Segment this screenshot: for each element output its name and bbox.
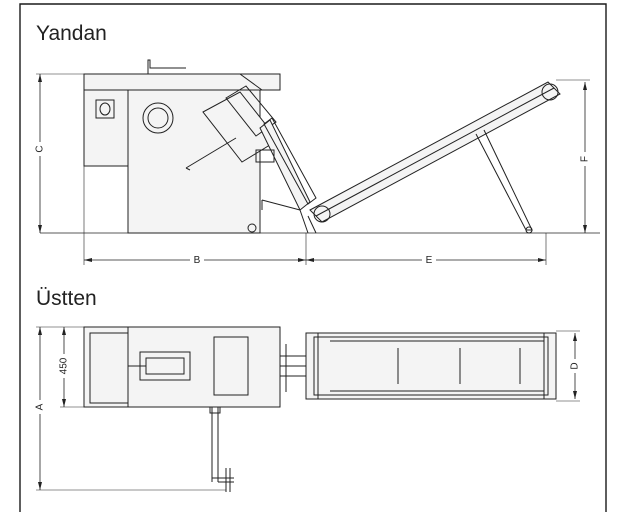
machine-top-body	[83, 326, 281, 408]
motor-top	[89, 332, 129, 404]
dim-label-450: 450	[59, 357, 70, 374]
dim-label-f: F	[580, 156, 591, 162]
side-view	[36, 59, 600, 265]
dim-label-d: D	[570, 362, 581, 369]
side-view-title: Yandan	[36, 22, 107, 45]
drawing-frame	[19, 3, 607, 512]
blade-bracket	[255, 149, 275, 163]
top-view	[36, 326, 580, 492]
dim-label-e: E	[426, 255, 433, 266]
conveyor-roller-bottom	[313, 205, 331, 223]
blade-housing	[259, 119, 311, 211]
motor-panel	[95, 99, 115, 119]
top-plate-bevel	[239, 73, 278, 91]
conveyor-roller-top	[541, 83, 559, 101]
blade-rail	[263, 117, 317, 205]
dim-label-c: C	[35, 145, 46, 152]
dim-label-b: B	[194, 255, 201, 266]
conveyor-belt-mid	[315, 87, 555, 217]
drive-wheel-outer	[142, 102, 174, 134]
drive-wheel-inner	[147, 107, 169, 129]
conveyor-top-view	[305, 332, 557, 400]
cutter-top	[213, 336, 249, 396]
motor-panel-knob	[99, 102, 111, 116]
motor-box	[83, 89, 129, 167]
top-view-title: Üstten	[36, 287, 97, 310]
hopper-chute	[185, 137, 237, 169]
top-handle	[147, 59, 186, 74]
body-foot-wheel	[247, 223, 257, 233]
dim-label-a: A	[35, 403, 46, 410]
hopper-top	[225, 85, 277, 137]
conveyor-leg	[475, 129, 533, 231]
